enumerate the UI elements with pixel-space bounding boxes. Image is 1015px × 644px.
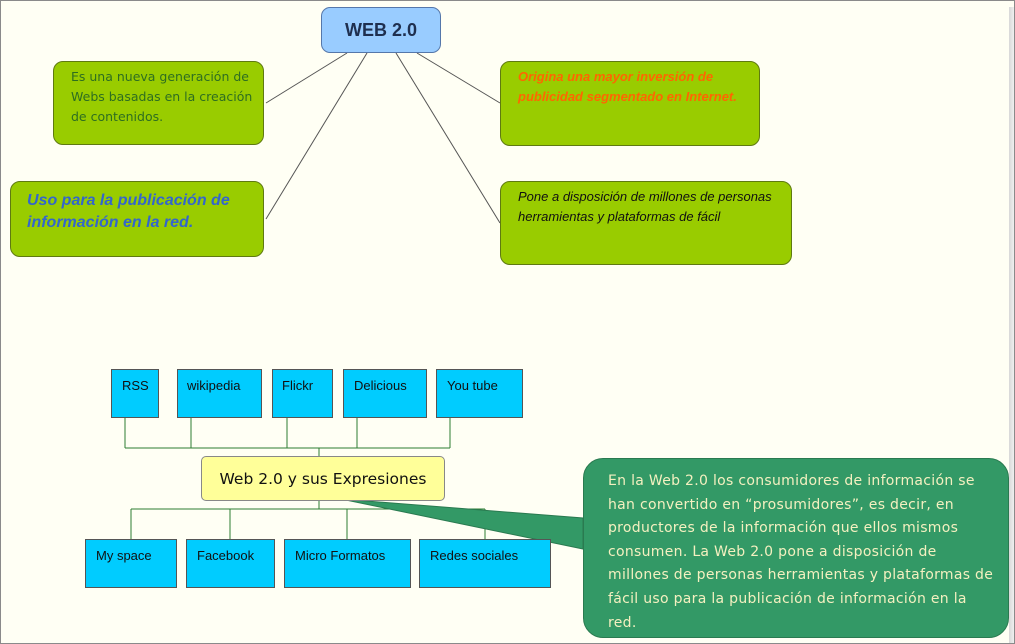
connector-usage xyxy=(265,52,368,220)
branch-usage[interactable]: Uso para la publicación de información e… xyxy=(10,181,264,257)
branch-advertising[interactable]: Origina una mayor inversión de publicida… xyxy=(500,61,760,146)
tool-youtube-label: You tube xyxy=(447,378,498,393)
expressions-center-node[interactable]: Web 2.0 y sus Expresiones xyxy=(201,456,445,501)
tool-flickr-label: Flickr xyxy=(282,378,314,393)
expressions-center-label: Web 2.0 y sus Expresiones xyxy=(219,469,427,488)
canvas-edge-shadow xyxy=(1009,7,1014,643)
branch-tools[interactable]: Pone a disposición de millones de person… xyxy=(500,181,792,265)
tool-facebook-label: Facebook xyxy=(197,548,255,563)
tool-rss[interactable]: RSS xyxy=(111,369,159,418)
tool-microformatos[interactable]: Micro Formatos xyxy=(284,539,411,588)
connector-advertising xyxy=(416,52,501,104)
tool-delicious[interactable]: Delicious xyxy=(343,369,427,418)
tool-flickr[interactable]: Flickr xyxy=(272,369,333,418)
tool-myspace-label: My space xyxy=(96,548,152,563)
tool-youtube[interactable]: You tube xyxy=(436,369,523,418)
root-node[interactable]: WEB 2.0 xyxy=(321,7,441,53)
tool-redes-sociales-label: Redes sociales xyxy=(430,548,519,563)
branch-advertising-text: Origina una mayor inversión de publicida… xyxy=(518,69,737,104)
branch-usage-text: Uso para la publicación de información e… xyxy=(27,192,230,231)
connector-tools xyxy=(395,52,501,224)
tool-myspace[interactable]: My space xyxy=(85,539,177,588)
tool-redes-sociales[interactable]: Redes sociales xyxy=(419,539,551,588)
callout-text: En la Web 2.0 los consumidores de inform… xyxy=(608,473,994,631)
branch-definition-text: Es una nueva generación de Webs basadas … xyxy=(71,69,253,124)
root-label: WEB 2.0 xyxy=(344,19,418,40)
connector-definition xyxy=(265,52,348,104)
branch-definition[interactable]: Es una nueva generación de Webs basadas … xyxy=(53,61,264,145)
branch-tools-text: Pone a disposición de millones de person… xyxy=(518,189,772,224)
tool-microformatos-label: Micro Formatos xyxy=(295,548,386,563)
tool-delicious-label: Delicious xyxy=(354,378,407,393)
tool-facebook[interactable]: Facebook xyxy=(186,539,275,588)
tool-wikipedia-label: wikipedia xyxy=(187,378,241,393)
prosumidores-callout[interactable]: En la Web 2.0 los consumidores de inform… xyxy=(583,458,1009,638)
tool-rss-label: RSS xyxy=(122,378,149,393)
tool-wikipedia[interactable]: wikipedia xyxy=(177,369,262,418)
